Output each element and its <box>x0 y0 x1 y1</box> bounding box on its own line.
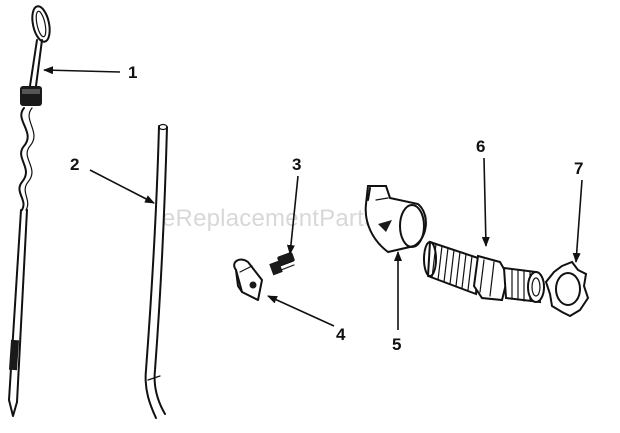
callout-7: 7 <box>574 159 583 178</box>
part-screw <box>269 252 295 276</box>
callout-labels: 1 2 3 4 5 6 7 <box>70 63 583 354</box>
part-fitting <box>423 240 545 304</box>
part-lock-nut <box>544 260 590 318</box>
callout-2: 2 <box>70 155 79 174</box>
callout-4: 4 <box>336 325 346 344</box>
leader-1 <box>43 66 121 75</box>
part-adapter-cap <box>364 185 427 254</box>
callout-1: 1 <box>128 63 137 82</box>
leader-3 <box>286 175 299 255</box>
callout-5: 5 <box>392 335 401 354</box>
leader-2 <box>89 169 155 204</box>
part-clip <box>233 258 263 301</box>
leader-4 <box>267 295 335 327</box>
leader-6 <box>481 157 490 247</box>
callout-6: 6 <box>476 137 485 156</box>
part-dipstick <box>8 5 51 417</box>
callout-leaders <box>43 66 583 330</box>
part-dipstick-tube <box>144 123 168 419</box>
leader-7 <box>572 179 583 263</box>
callout-3: 3 <box>292 155 301 174</box>
